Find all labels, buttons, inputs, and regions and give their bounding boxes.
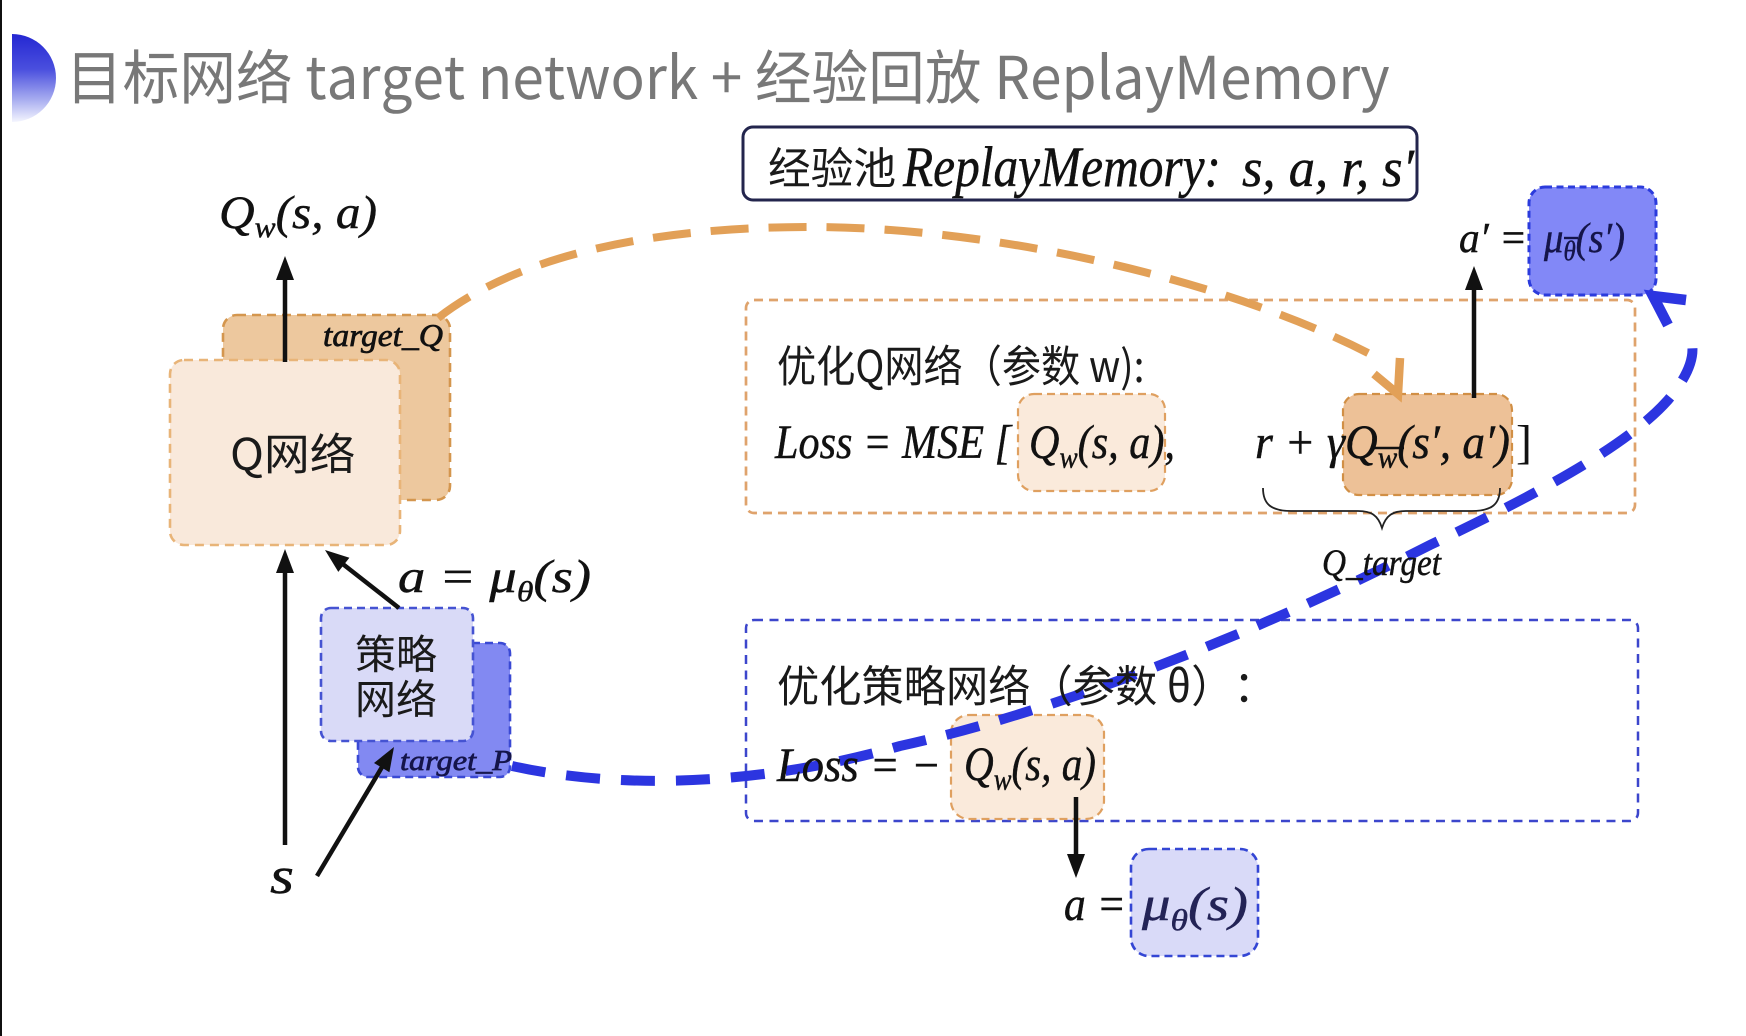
svg-text:Qw​(s, a),: Qw​(s, a),: [1029, 416, 1175, 475]
svg-text:Qw​(s, a): Qw​(s, a): [219, 187, 377, 244]
svg-text:]: ]: [1516, 416, 1532, 469]
svg-text:s, a, r, s′: s, a, r, s′: [1242, 138, 1415, 198]
svg-text:a′ =: a′ =: [1459, 216, 1527, 262]
svg-text:a = μθ​(s): a = μθ​(s): [398, 551, 591, 608]
svg-text:μθ​(s): μθ​(s): [1141, 878, 1248, 937]
svg-text:μθ​(s′): μθ​(s′): [1543, 216, 1625, 266]
svg-text:Loss = −: Loss = −: [776, 739, 941, 792]
svg-text:Q_target: Q_target: [1322, 543, 1443, 584]
svg-text:Qw​(s, a): Qw​(s, a): [964, 738, 1096, 797]
svg-text:s: s: [270, 848, 294, 905]
svg-text:ReplayMemory:: ReplayMemory:: [902, 136, 1221, 199]
svg-text:Loss = MSE [: Loss = MSE [: [774, 416, 1013, 469]
svg-text:target_P: target_P: [400, 745, 512, 777]
svg-text:r + γ: r + γ: [1255, 416, 1346, 469]
svg-text:Qw​(s′, a′): Qw​(s′, a′): [1345, 416, 1510, 475]
svg-text:a =: a =: [1064, 878, 1126, 931]
svg-text:target_Q: target_Q: [323, 318, 443, 353]
